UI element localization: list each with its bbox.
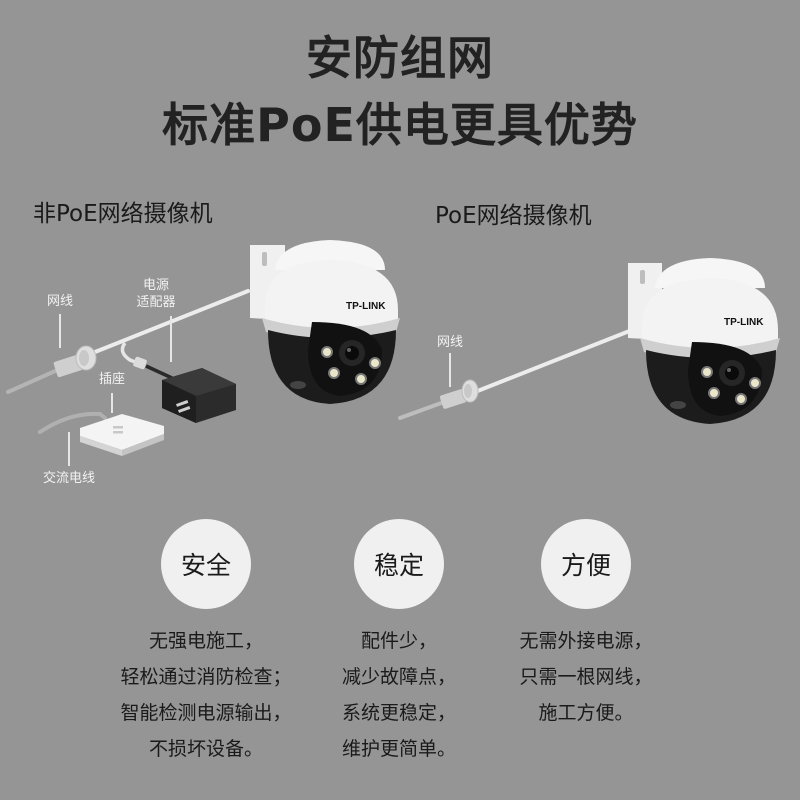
- headline-line-2: 标准PoE供电更具优势: [162, 98, 638, 152]
- description-line: 系统更稳定，: [341, 702, 456, 724]
- description-line: 施工方便。: [538, 702, 634, 724]
- callout-power-adapter-line1: 电源: [142, 278, 169, 293]
- feature-description-stability: 配件少， 减少故障点， 系统更稳定， 维护更简单。: [279, 623, 519, 767]
- callout-leader-socket: [111, 393, 113, 413]
- feature-title-convenience: 方便: [560, 551, 611, 580]
- feature-badge-stability: 稳定: [354, 519, 444, 609]
- callout-leader-poe-network-cable: [449, 353, 451, 387]
- callout-leader-ac-cable: [68, 432, 70, 466]
- description-line: 不损坏设备。: [148, 738, 263, 760]
- rj45-connector-icon: [53, 345, 97, 378]
- feature-badge-convenience: 方便: [541, 519, 631, 609]
- adapter-branch-cable: [120, 341, 139, 365]
- feature-description-convenience: 无需外接电源， 只需一根网线， 施工方便。: [466, 623, 706, 731]
- description-line: 减少故障点，: [341, 666, 456, 688]
- poe-rj45-connector-icon: [439, 379, 479, 409]
- ac-cable-line: [38, 411, 107, 434]
- description-line: 轻松通过消防检查；: [120, 666, 292, 688]
- callout-leader-power-adapter: [170, 316, 172, 362]
- callout-ac-cable: 交流电线: [42, 471, 95, 486]
- callout-network-cable: 网线: [46, 294, 73, 309]
- feature-title-stability: 稳定: [373, 551, 424, 580]
- description-line: 只需一根网线，: [519, 666, 653, 688]
- description-line: 无强电施工，: [148, 630, 263, 652]
- cable-incoming-left: [6, 366, 64, 394]
- description-line: 配件少，: [360, 630, 437, 652]
- callout-power-adapter: 电源 适配器: [128, 277, 184, 311]
- adapter-dc-cable: [145, 364, 173, 380]
- feature-title-safety: 安全: [180, 551, 231, 580]
- headline-line-1: 安防组网: [306, 31, 494, 85]
- description-line: 维护更简单。: [341, 738, 456, 760]
- poe-camera-label: PoE网络摄像机: [435, 203, 592, 229]
- callout-power-adapter-line2: 适配器: [136, 295, 176, 310]
- feature-badge-safety: 安全: [161, 519, 251, 609]
- callout-leader-network-cable: [59, 314, 61, 348]
- callout-socket: 插座: [98, 372, 125, 387]
- poe-network-cable-line: [473, 328, 634, 394]
- description-line: 无需外接电源，: [519, 630, 653, 652]
- callout-poe-network-cable: 网线: [436, 335, 463, 350]
- power-adapter-icon: [162, 368, 236, 423]
- network-cable-line: [93, 289, 250, 354]
- description-line: 智能检测电源输出，: [120, 702, 292, 724]
- wall-socket-icon: [80, 414, 164, 456]
- non-poe-camera-label: 非PoE网络摄像机: [33, 201, 213, 227]
- feature-description-safety: 无强电施工， 轻松通过消防检查； 智能检测电源输出， 不损坏设备。: [86, 623, 326, 767]
